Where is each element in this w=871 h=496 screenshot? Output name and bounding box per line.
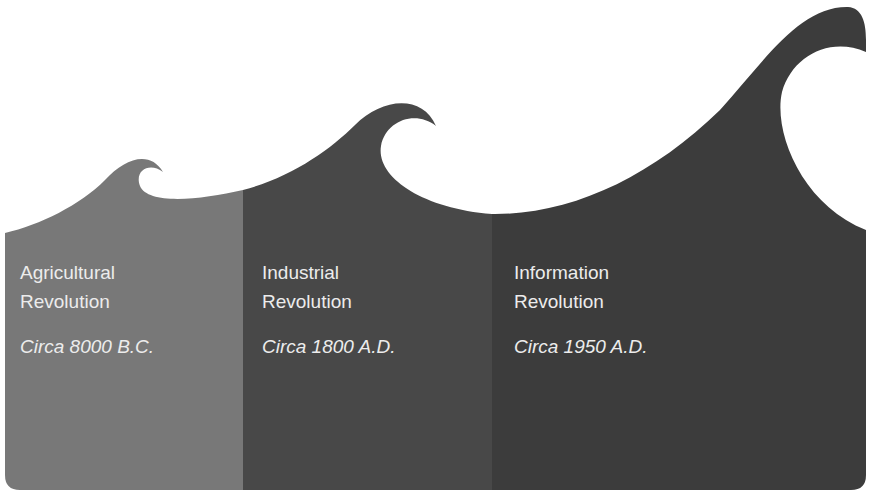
wave-fill: [492, 7, 866, 490]
wave-fill: [243, 7, 492, 490]
wave-fill: [5, 7, 243, 490]
wave-shape: [0, 0, 243, 496]
era-name: Agricultural Revolution: [20, 258, 170, 316]
era-date: Circa 1800 A.D.: [262, 332, 395, 361]
wave-band: Information RevolutionCirca 1950 A.D.: [492, 0, 871, 496]
era-date: Circa 1950 A.D.: [514, 332, 647, 361]
era-name: Industrial Revolution: [262, 258, 412, 316]
era-name: Information Revolution: [514, 258, 664, 316]
wave-shape: [243, 0, 492, 496]
wave-band: Agricultural RevolutionCirca 8000 B.C.: [0, 0, 243, 496]
era-date: Circa 8000 B.C.: [20, 332, 154, 361]
wave-shape: [492, 0, 871, 496]
wave-band: Industrial RevolutionCirca 1800 A.D.: [243, 0, 492, 496]
